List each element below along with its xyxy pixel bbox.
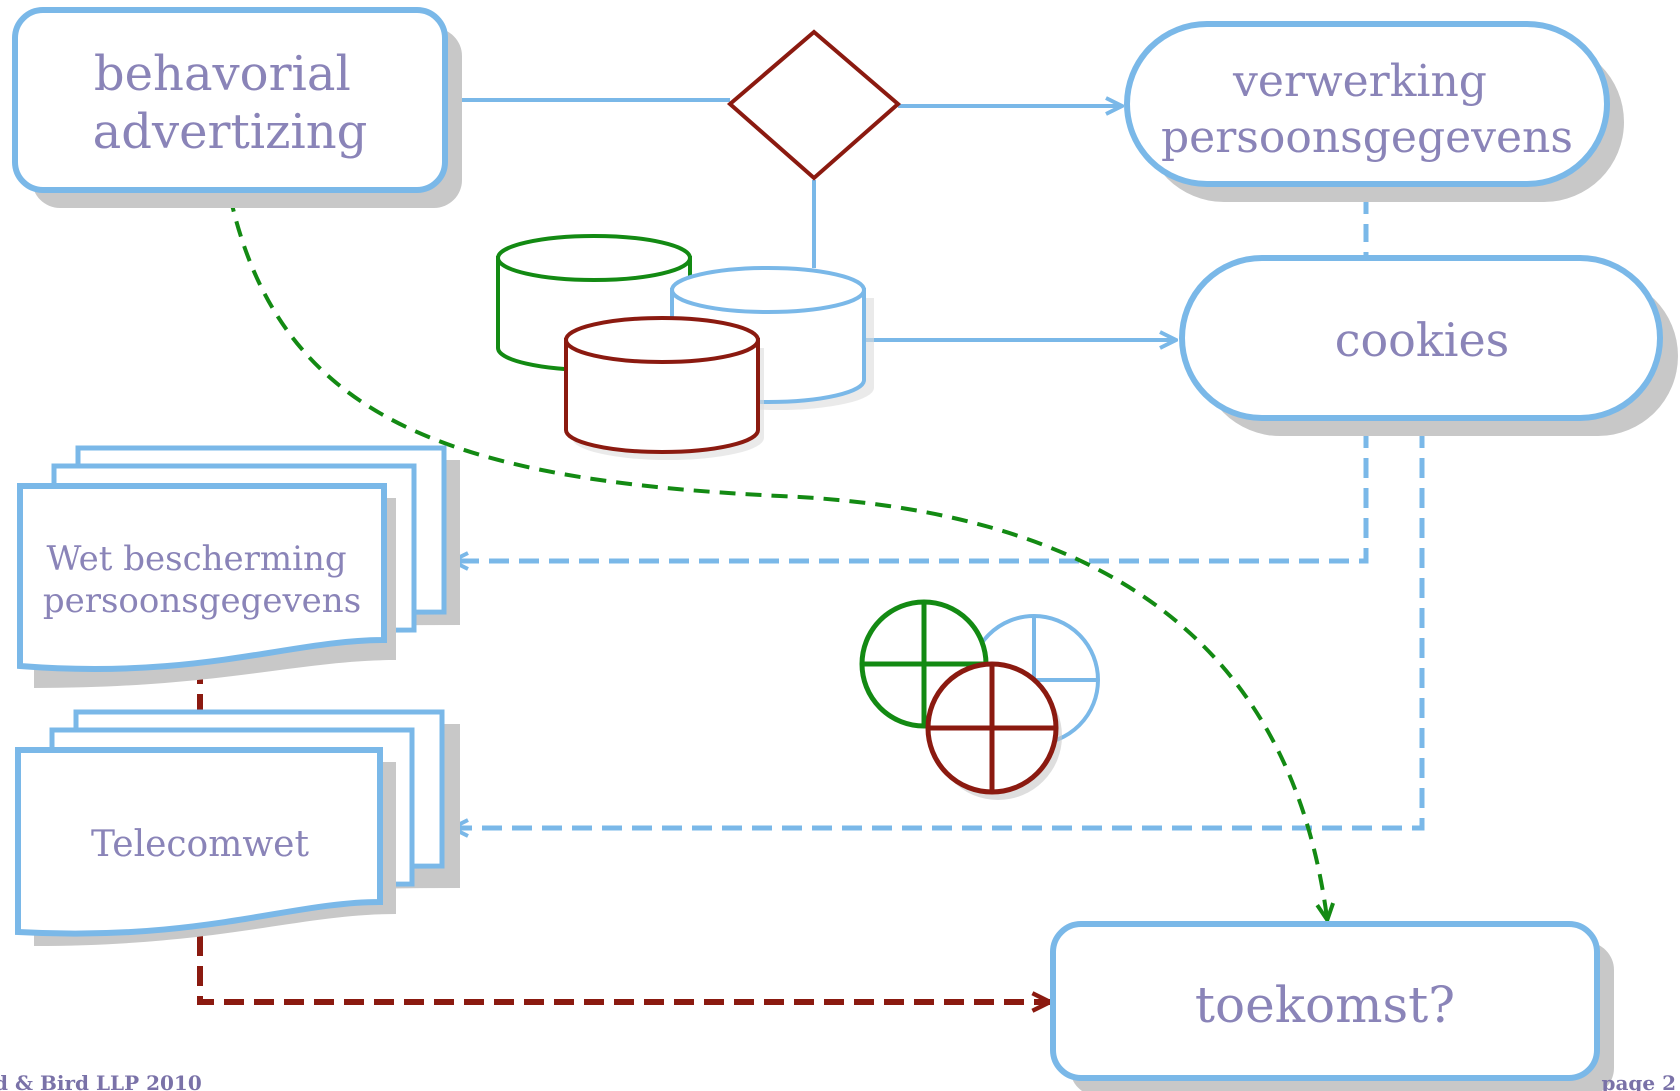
wbp-line1: Wet bescherming bbox=[46, 539, 346, 579]
toekomst-label: toekomst? bbox=[1195, 976, 1455, 1034]
behavioral-line2: advertizing bbox=[93, 104, 368, 160]
behavioral-line1: behavorial bbox=[94, 46, 351, 102]
telecomwet-label: Telecomwet bbox=[91, 824, 309, 865]
connector-telecomwet-toekomst[interactable] bbox=[197, 936, 1050, 1002]
database-group bbox=[496, 234, 874, 460]
node-wet-bescherming-persoonsgegevens[interactable]: Wet bescherming persoonsgegevens bbox=[17, 445, 460, 688]
connector-cookies-wbp[interactable] bbox=[452, 428, 1369, 561]
svg-text:verwerking persoonsgegev: verwerking persoonsgegevens bbox=[1161, 56, 1573, 163]
node-behavioral-advertizing[interactable]: behavorial advertizing bbox=[12, 7, 462, 208]
node-telecomwet[interactable]: Telecomwet bbox=[15, 709, 460, 946]
svg-text:Wet bescherming persoons: Wet bescherming persoonsgegevens bbox=[43, 539, 361, 621]
node-cookies[interactable]: cookies bbox=[1179, 255, 1678, 436]
cookies-label: cookies bbox=[1335, 313, 1510, 367]
connector-cookies-telecomwet[interactable] bbox=[452, 428, 1425, 828]
svg-text:behavorial advertizing: behavorial advertizing bbox=[93, 46, 368, 160]
circle-icons-group bbox=[859, 599, 1100, 800]
crosshair-icon-red bbox=[925, 661, 1062, 800]
database-icon-red bbox=[564, 316, 764, 460]
footer-page-number: page 2 bbox=[1601, 1071, 1676, 1091]
node-verwerking-persoonsgegevens[interactable]: verwerking persoonsgegevens bbox=[1124, 21, 1624, 202]
verwerking-line1: verwerking bbox=[1232, 56, 1487, 107]
node-toekomst[interactable]: toekomst? bbox=[1050, 921, 1614, 1091]
connector-behavioral-toekomst[interactable] bbox=[228, 195, 1327, 918]
verwerking-line2: persoonsgegevens bbox=[1161, 112, 1573, 163]
footer-copyright: d & Bird LLP 2010 bbox=[0, 1071, 202, 1091]
wbp-line2: persoonsgegevens bbox=[43, 581, 361, 621]
decision-diamond[interactable] bbox=[726, 29, 902, 181]
connectors bbox=[197, 100, 1425, 1002]
